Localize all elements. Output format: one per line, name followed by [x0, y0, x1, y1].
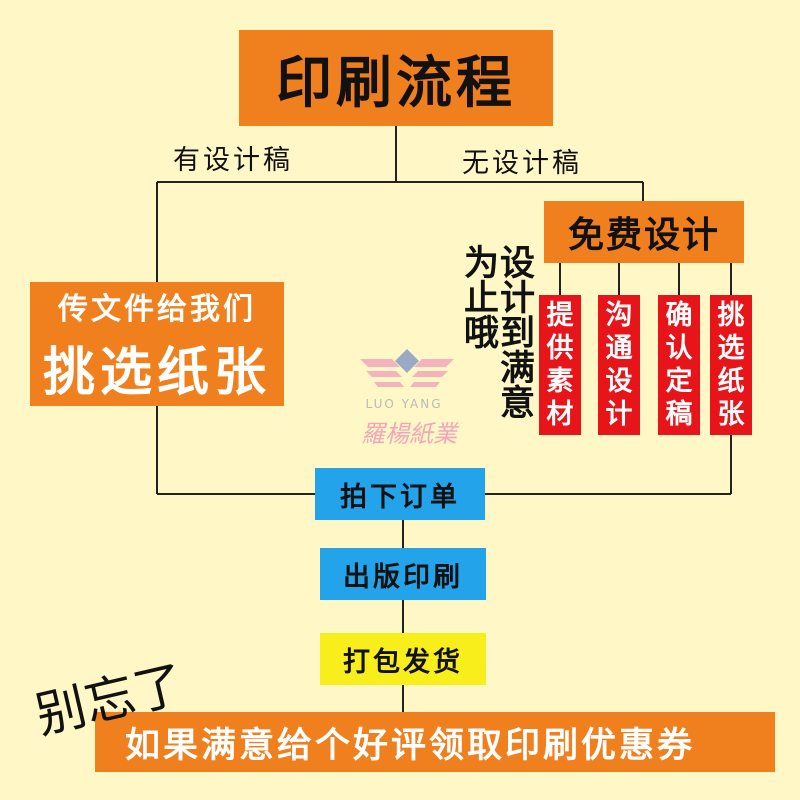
side-note-column-2: 设 计 到 满 意 [500, 247, 538, 422]
step-printing: 出版印刷 [320, 548, 486, 600]
choose-paper-label: 挑选纸张 [42, 342, 271, 403]
side-note-char: 计 [500, 279, 536, 319]
sub-step-char: 设 [605, 366, 633, 397]
free-design-box: 免费设计 [544, 201, 744, 263]
sub-step-choose-paper: 挑 选 纸 张 [710, 295, 752, 435]
side-note-char: 为 [464, 244, 500, 284]
step-place-order: 拍下订单 [315, 468, 485, 520]
sub-step-char: 提 [546, 300, 574, 331]
side-note-column-1: 为 止 哦 [464, 247, 502, 352]
sub-step-char: 沟 [605, 300, 633, 331]
sub-step-char: 供 [546, 333, 574, 364]
sub-step-char: 素 [546, 366, 574, 397]
side-note-char: 满 [500, 349, 536, 389]
side-note-char: 止 [464, 279, 500, 319]
sub-step-char: 计 [605, 399, 633, 430]
side-note-char: 到 [500, 314, 536, 354]
sub-step-provide-materials: 提 供 素 材 [539, 295, 581, 435]
sub-step-char: 通 [605, 333, 633, 364]
sub-step-char: 确 [665, 300, 693, 331]
sub-step-char: 张 [717, 399, 745, 430]
sub-step-char: 定 [665, 366, 693, 397]
branch-label-without-draft: 无设计稿 [462, 148, 582, 179]
upload-files-box: 传文件给我们 挑选纸张 [30, 282, 284, 406]
logo-chinese-text: 羅楊紙業 [361, 420, 457, 448]
side-note-char: 意 [500, 384, 536, 424]
upload-files-label: 传文件给我们 [58, 291, 256, 327]
sub-step-char: 选 [717, 333, 745, 364]
sub-step-char: 材 [546, 399, 574, 430]
sub-step-char: 挑 [717, 300, 745, 331]
sub-step-char: 稿 [665, 399, 693, 430]
side-note-char: 设 [500, 244, 536, 284]
coupon-reminder-bar: 如果满意给个好评领取印刷优惠券 [95, 712, 775, 772]
sub-step-char: 纸 [717, 366, 745, 397]
step-packing-shipping: 打包发货 [320, 633, 486, 685]
logo-english-text: LUO YANG [365, 397, 443, 411]
sub-step-discuss-design: 沟 通 设 计 [598, 295, 640, 435]
luoyang-logo-icon [360, 349, 454, 387]
sub-step-char: 认 [665, 333, 693, 364]
branch-label-with-draft: 有设计稿 [173, 145, 293, 176]
sub-step-confirm-draft: 确 认 定 稿 [658, 295, 700, 435]
side-note-char: 哦 [464, 314, 500, 354]
page-title: 印刷流程 [239, 30, 553, 126]
